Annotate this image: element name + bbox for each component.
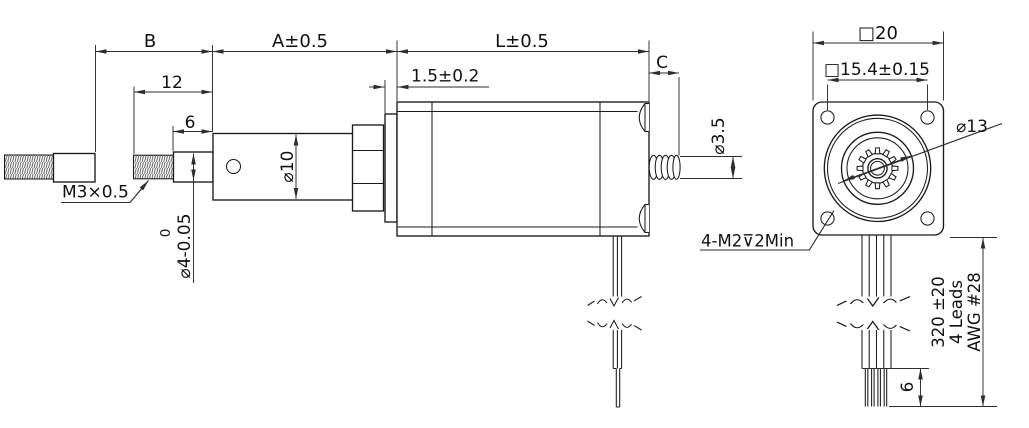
wire-break-mark [836, 320, 911, 332]
dim-12-label: 12 [161, 73, 183, 93]
gear-tooth [874, 182, 881, 190]
traveling-nut-thread [3, 154, 55, 180]
lead-wire-ends-front [864, 368, 888, 407]
wire-break-mark [836, 295, 911, 307]
gear-tooth [874, 147, 881, 155]
housing-hole [225, 158, 242, 175]
dim-dia13-arrow-sw [843, 167, 878, 182]
dim-flange-label: 1.5±0.2 [411, 67, 479, 87]
wire-gauge-label: AWG #28 [965, 272, 984, 352]
dim-lead-length-label: 320 ±20 [929, 276, 948, 348]
rear-screw-top [638, 102, 649, 133]
gear-tooth [856, 165, 864, 172]
rear-shaft-spring [648, 154, 681, 180]
motor-can-outer-circle [823, 114, 932, 223]
motor-body-seams [397, 102, 638, 236]
motor-can-inner-circle [826, 117, 929, 219]
extension-lines-front [812, 31, 997, 407]
front-view-dimensions: □20 □15.4±0.15 ⌀13 4-M2⊽2Min 320 ±20 4 L… [700, 23, 1003, 407]
dim-strip-label: 6 [898, 382, 917, 393]
leads-count-label: 4 Leads [947, 280, 966, 344]
dim-l-label: L±0.5 [495, 31, 549, 52]
dim-square20-label: □20 [858, 23, 898, 44]
mount-hole-bottom-right [920, 211, 935, 226]
leadscrew-thread [132, 154, 175, 180]
rear-screw-bottom [638, 203, 649, 234]
motor-body-side [396, 101, 650, 237]
front-boss-steps [352, 149, 384, 185]
dim-dia4-label-group: ⌀4-0.05 0 [158, 213, 195, 278]
traveling-nut-body [52, 152, 96, 183]
gear-tooth [891, 165, 899, 172]
dim-dia35-label: ⌀3.5 [709, 117, 729, 154]
front-view [812, 101, 945, 407]
dim-6-label: 6 [185, 113, 196, 133]
dim-dia4-upper-tolerance: 0 [158, 229, 174, 238]
mount-hole-top-left [820, 110, 835, 125]
wire-break-mark [586, 319, 643, 331]
mount-hole-top-right [920, 110, 935, 125]
front-boss [351, 124, 385, 212]
shaft-bore-inner [870, 160, 885, 176]
pilot-boss-circle [840, 131, 915, 205]
wire-break-mark [586, 295, 643, 307]
dim-a-label: A±0.5 [272, 31, 328, 52]
dim-dia13-arrow-ne [877, 155, 912, 169]
lead-wires-front [861, 235, 892, 369]
dim-dia10-label: ⌀10 [278, 151, 298, 183]
side-view-dimensions: B A±0.5 L±0.5 C 12 6 1.5±0.2 M3×0.5 ⌀10 … [61, 31, 742, 283]
pilot-boss-inner-circle [846, 137, 909, 200]
mount-label-leader [808, 210, 835, 251]
mount-holes-label: 4-M2⊽2Min [701, 232, 794, 251]
dim-c-label: C [656, 53, 668, 73]
dim-spacing-label: □15.4±0.15 [824, 60, 930, 80]
lead-wire-side [612, 236, 623, 408]
thread-label: M3×0.5 [62, 183, 129, 203]
mounting-flange-side [384, 113, 398, 223]
dim-dia13-label: ⌀13 [956, 117, 988, 137]
dim-dia4-label: ⌀4-0.05 [175, 213, 195, 278]
dim-b-label: B [144, 31, 156, 52]
thread-label-leader [129, 180, 149, 203]
side-view [3, 101, 681, 408]
dim-dia13-leader [837, 122, 1003, 185]
